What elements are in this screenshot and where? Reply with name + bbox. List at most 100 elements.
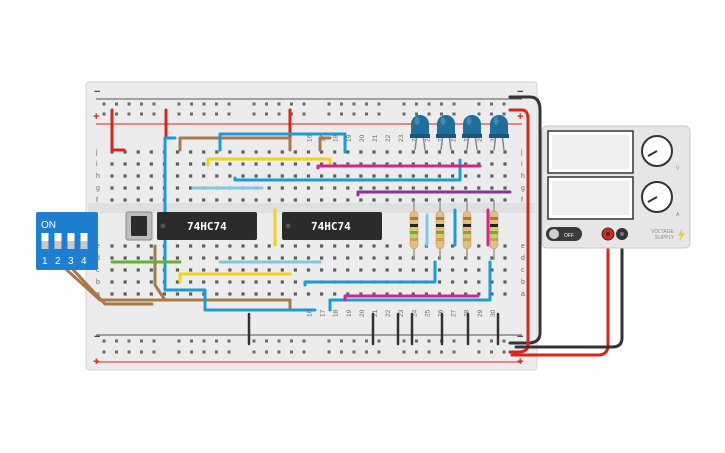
column-number: 18 (333, 309, 340, 317)
resistor[interactable] (435, 200, 445, 260)
row-letter: f (521, 197, 523, 204)
row-letter: g (521, 185, 525, 192)
row-letter: i (96, 161, 98, 168)
psu-knob-voltage[interactable] (641, 135, 673, 167)
wires[interactable] (56, 95, 624, 357)
row-letter: c (521, 267, 525, 274)
dip-switch-number: 1 (42, 256, 48, 267)
resistor[interactable] (462, 200, 472, 260)
column-number: 20 (359, 134, 366, 142)
push-button[interactable] (125, 211, 153, 241)
column-number: 27 (451, 134, 458, 142)
psu-knob-current[interactable] (641, 181, 673, 213)
wire-blue-6 (303, 260, 437, 287)
rail-minus-bottom-right: − (517, 331, 523, 343)
psu-knob-v-label: V (676, 166, 680, 172)
row-letter: a (521, 291, 525, 298)
row-letter: i (521, 161, 523, 168)
column-number: 24 (411, 134, 418, 142)
column-number: 21 (372, 309, 379, 317)
led[interactable] (462, 115, 482, 151)
rail-plus-top-right: + (517, 111, 523, 123)
resistor[interactable] (489, 200, 499, 260)
dip-switch-number: 4 (81, 256, 87, 267)
column-number: 23 (398, 134, 405, 142)
wire-blue-5 (328, 260, 492, 312)
column-number: 25 (424, 134, 431, 142)
column-number: 17 (320, 309, 327, 317)
column-number: 30 (490, 134, 497, 142)
led[interactable] (436, 115, 456, 151)
wire-red-1 (110, 108, 126, 152)
wire-purple-1 (356, 190, 512, 197)
psu-brand-line1: VOLTAGE (651, 229, 675, 235)
rail-minus-top-left: − (94, 86, 100, 98)
column-number: 22 (385, 134, 392, 142)
column-number: 26 (438, 134, 445, 142)
resistor-group (409, 200, 499, 260)
lightning-icon (678, 228, 685, 242)
dip-on-label: ON (41, 220, 56, 231)
led[interactable] (410, 115, 430, 151)
led-group (410, 115, 509, 151)
column-number: 30 (490, 309, 497, 317)
chip-2-label: 74HC74 (311, 220, 351, 233)
wire-brown-5 (153, 244, 167, 302)
column-number: 16 (307, 134, 314, 142)
resistor[interactable] (409, 200, 419, 260)
wire-brown-1 (178, 136, 292, 152)
dip-switch-number: 2 (55, 256, 61, 267)
column-number: 20 (359, 309, 366, 317)
row-letter: j (520, 149, 523, 156)
row-letter: b (521, 279, 525, 286)
dip-switch-number: 3 (68, 256, 74, 267)
rail-plus-bottom-right: + (517, 356, 523, 368)
column-number: 19 (346, 309, 353, 317)
column-number: 18 (333, 134, 340, 142)
column-number: 24 (411, 309, 418, 317)
psu-brand-line2: SUPPLY (655, 235, 675, 241)
column-number: 21 (372, 134, 379, 142)
ic-chip-1[interactable]: 74HC74 (157, 212, 257, 240)
column-number: 27 (451, 309, 458, 317)
wire-rail-red-right (508, 108, 530, 354)
row-letter: e (521, 243, 525, 250)
psu-off-label: OFF (564, 233, 574, 239)
column-number: 28 (464, 134, 471, 142)
wire-brown-3 (56, 260, 292, 312)
led[interactable] (489, 115, 509, 151)
wire-blue-4 (233, 158, 462, 182)
power-supply[interactable]: V A OFF VOLTAGE SUPPLY (541, 125, 691, 249)
wire-brown-2 (318, 136, 332, 152)
wire-magenta-2 (343, 294, 480, 302)
wire-blue-3 (163, 148, 317, 312)
column-number: 22 (385, 309, 392, 317)
wire-blue-2 (163, 136, 177, 152)
row-letter: h (521, 173, 525, 180)
wire-yellow-2 (178, 272, 292, 284)
rail-minus-bottom-left: − (94, 331, 100, 343)
column-number: 26 (438, 309, 445, 317)
wire-yellow-1 (206, 157, 332, 167)
column-number: 16 (307, 309, 314, 317)
wire-psu-red (510, 232, 610, 357)
column-number: 23 (398, 309, 405, 317)
rail-plus-top-left: + (93, 111, 99, 123)
psu-knob-a-label: A (676, 212, 680, 218)
psu-power-switch[interactable]: OFF (546, 227, 582, 241)
column-number: 29 (477, 134, 484, 142)
row-letter: c (96, 267, 100, 274)
wire-psu-black (514, 232, 624, 349)
ic-chip-2[interactable]: 74HC74 (282, 212, 382, 240)
row-letter: d (521, 255, 525, 262)
rail-plus-bottom-left: + (93, 356, 99, 368)
row-letter: h (96, 173, 100, 180)
wire-brown-4 (64, 260, 154, 306)
column-number: 29 (477, 309, 484, 317)
row-letter: g (96, 185, 100, 192)
row-letter: b (96, 279, 100, 286)
wire-magenta-1 (316, 164, 482, 170)
chip-1-label: 74HC74 (187, 220, 227, 233)
